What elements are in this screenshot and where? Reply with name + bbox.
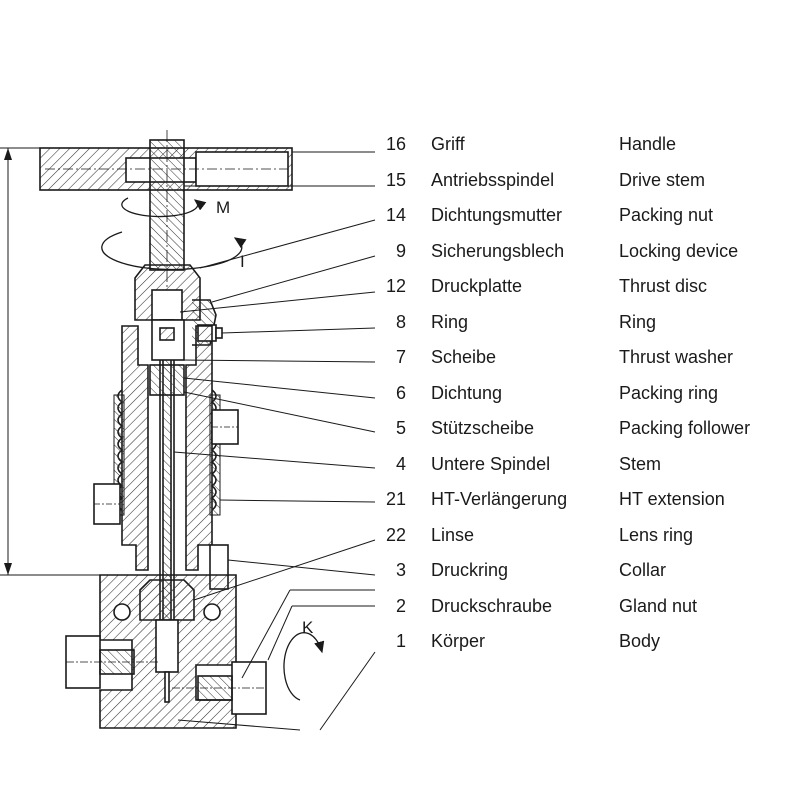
part-name-german: Sicherungsblech xyxy=(431,241,565,261)
part-number: 8 xyxy=(395,312,406,332)
part-name-german: Scheibe xyxy=(431,347,497,367)
part-name-english: HT extension xyxy=(619,489,725,509)
height-dimension-line xyxy=(0,147,100,576)
part-number: 7 xyxy=(395,347,406,367)
legend-row: 15 Antriebsspindel Drive stem xyxy=(0,168,800,192)
part-number: 6 xyxy=(395,383,406,403)
part-name-german: Körper xyxy=(431,631,486,651)
leader-lines xyxy=(173,151,376,731)
part-name-german: HT-Verlängerung xyxy=(431,489,568,509)
part-name-english: Packing nut xyxy=(619,205,714,225)
part-number: 15 xyxy=(385,170,406,190)
part-name-german: Stützscheibe xyxy=(431,418,535,438)
legend-row: 7 Scheibe Thrust washer xyxy=(0,345,800,369)
part-name-german: Druckschraube xyxy=(431,596,553,616)
rotation-arrow-m xyxy=(121,197,207,218)
part-name-english: Thrust disc xyxy=(619,276,708,296)
legend-row: 21 HT-Verlängerung HT extension xyxy=(0,487,800,511)
part-number: 3 xyxy=(395,560,406,580)
legend-row: 22 Linse Lens ring xyxy=(0,523,800,547)
legend-row: 14 Dichtungsmutter Packing nut xyxy=(0,203,800,227)
legend-row: 9 Sicherungsblech Locking device xyxy=(0,239,800,263)
legend-row: 1 Körper Body xyxy=(0,629,800,653)
legend-row: 8 Ring Ring xyxy=(0,310,800,334)
legend-row: 2 Druckschraube Gland nut xyxy=(0,594,800,618)
part-name-german: Antriebsspindel xyxy=(431,170,555,190)
right-gland-nut xyxy=(172,661,267,715)
part-number: 1 xyxy=(395,631,406,651)
part-name-german: Griff xyxy=(431,134,465,154)
rotation-label-m: M xyxy=(216,198,231,217)
rotation-arrow-i xyxy=(101,231,247,271)
part-name-german: Untere Spindel xyxy=(431,454,551,474)
legend-row: 5 Stützscheibe Packing follower xyxy=(0,416,800,440)
part-number: 9 xyxy=(395,241,406,261)
part-name-german: Druckring xyxy=(431,560,509,580)
part-name-german: Dichtungsmutter xyxy=(431,205,563,225)
left-gland-nut xyxy=(65,635,160,689)
part-name-german: Ring xyxy=(431,312,469,332)
rotation-label-k: K xyxy=(302,618,314,637)
part-number: 5 xyxy=(395,418,406,438)
part-name-english: Collar xyxy=(619,560,667,580)
part-name-english: Stem xyxy=(619,454,662,474)
part-name-english: Drive stem xyxy=(619,170,706,190)
legend-row: 6 Dichtung Packing ring xyxy=(0,381,800,405)
part-name-german: Linse xyxy=(431,525,475,545)
part-number: 14 xyxy=(385,205,406,225)
packing-rings xyxy=(149,319,185,396)
part-name-german: Dichtung xyxy=(431,383,503,403)
valve-body xyxy=(99,574,237,729)
part-number: 22 xyxy=(385,525,406,545)
legend-row: 12 Druckplatte Thrust disc xyxy=(0,274,800,298)
part-number: 16 xyxy=(385,134,406,154)
part-name-english: Gland nut xyxy=(619,596,698,616)
part-name-english: Locking device xyxy=(619,241,739,261)
part-name-english: Lens ring xyxy=(619,525,694,545)
packing-nut xyxy=(134,264,201,321)
rotation-arrow-k xyxy=(283,632,325,701)
part-name-english: Ring xyxy=(619,312,657,332)
part-name-english: Packing ring xyxy=(619,383,719,403)
part-number: 21 xyxy=(385,489,406,509)
part-name-english: Packing follower xyxy=(619,418,751,438)
part-name-english: Thrust washer xyxy=(619,347,734,367)
legend-row: 4 Untere Spindel Stem xyxy=(0,452,800,476)
part-number: 12 xyxy=(385,276,406,296)
legend-row: 3 Druckring Collar xyxy=(0,558,800,582)
part-number: 4 xyxy=(395,454,406,474)
bonnet-housing xyxy=(121,325,213,571)
rotation-label-i: I xyxy=(240,252,245,271)
part-name-english: Handle xyxy=(619,134,677,154)
part-name-english: Body xyxy=(619,631,661,651)
part-number: 2 xyxy=(395,596,406,616)
part-name-german: Druckplatte xyxy=(431,276,523,296)
legend-row: 16 Griff Handle xyxy=(0,132,800,156)
